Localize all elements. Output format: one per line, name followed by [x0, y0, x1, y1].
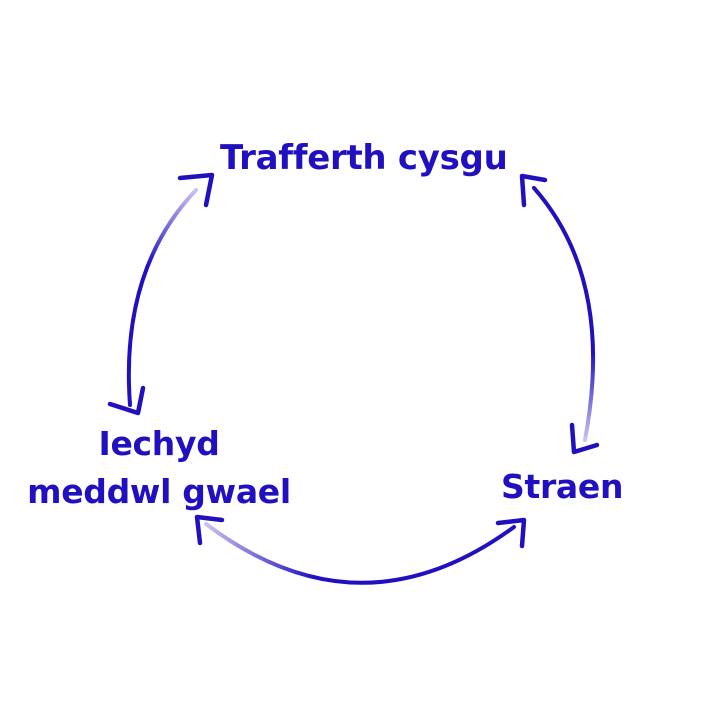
edge-top-right	[519, 173, 600, 455]
arrowhead-icon	[495, 517, 527, 549]
node-label-line-2: meddwl gwael	[27, 472, 291, 511]
arrowhead-icon	[569, 422, 600, 455]
arrowhead-icon	[107, 385, 146, 416]
arrowhead-icon	[194, 514, 225, 546]
node-label-line-1: Iechyd	[98, 424, 220, 463]
node-iechyd-meddwl-gwael: Iechyd meddwl gwael	[18, 420, 300, 516]
arc-line	[126, 188, 198, 407]
edge-left-right	[194, 514, 527, 585]
arrowhead-icon	[519, 173, 548, 208]
arc-line	[532, 186, 596, 442]
arc-line	[204, 522, 516, 585]
node-straen: Straen	[501, 467, 624, 506]
edge-top-left	[107, 172, 215, 416]
arrowhead-icon	[177, 172, 215, 208]
node-trafferth-cysgu: Trafferth cysgu	[220, 138, 508, 178]
